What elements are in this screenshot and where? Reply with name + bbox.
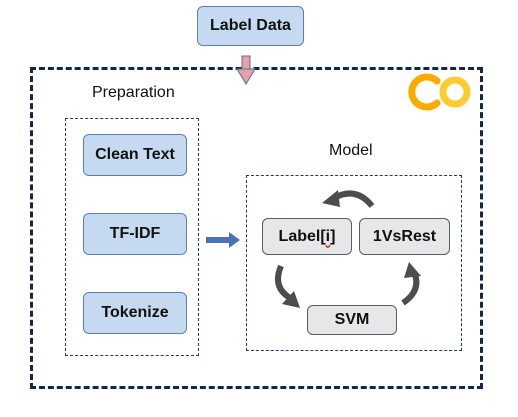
right-arrow-icon <box>206 232 240 248</box>
label-i-text: Label[i] <box>278 227 336 245</box>
cycle-arrow-left-icon <box>275 264 300 308</box>
preparation-group <box>65 118 199 356</box>
tf-idf-step: TF-IDF <box>83 213 187 255</box>
pipeline-container <box>30 67 483 389</box>
preparation-title: Preparation <box>92 84 175 101</box>
label-i-node: Label[i] <box>262 218 352 255</box>
model-group <box>246 175 462 351</box>
down-arrow-icon <box>236 55 256 85</box>
onevsrest-node: 1VsRest <box>359 218 450 255</box>
label-data-node: Label Data <box>197 6 304 46</box>
svm-node: SVM <box>307 305 397 335</box>
cycle-arrow-right-icon <box>401 262 421 306</box>
colab-logo-icon: CO <box>408 73 471 111</box>
model-title: Model <box>329 142 373 159</box>
cycle-arrow-top-icon <box>322 190 375 208</box>
clean-text-step: Clean Text <box>83 134 187 176</box>
spellcheck-underline: i <box>325 227 331 245</box>
tokenize-step: Tokenize <box>83 292 187 334</box>
